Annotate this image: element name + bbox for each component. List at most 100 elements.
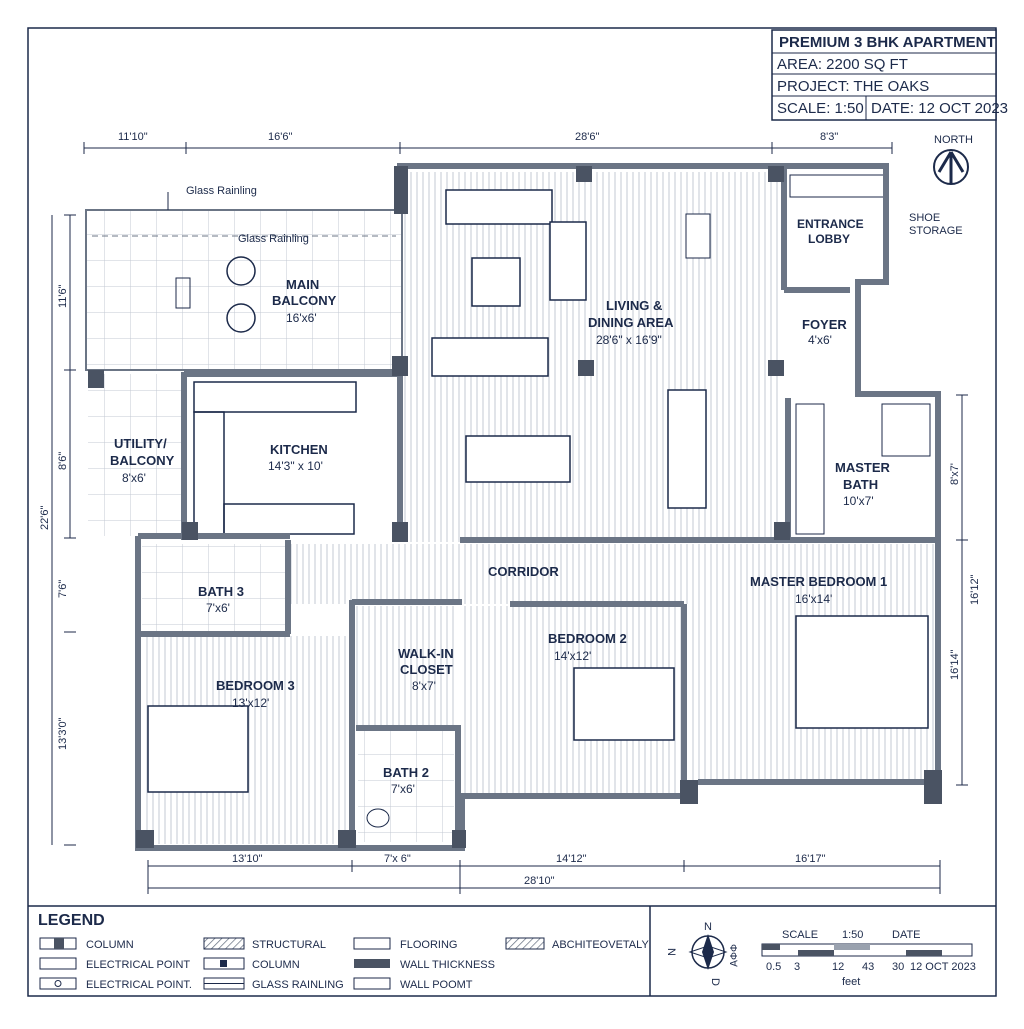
legend-item-glass-railing: GLASS RAINLING: [252, 979, 344, 991]
scale-tick-1: 3: [794, 961, 800, 973]
top-dimensions: 11'10" 16'6" 28'6" 8'3": [83, 131, 893, 154]
svg-text:NORTH: NORTH: [934, 134, 973, 146]
scale-tick-2: 12: [832, 961, 844, 973]
svg-text:MAIN: MAIN: [286, 277, 319, 292]
legend-item-column: COLUMN: [86, 939, 134, 951]
svg-text:BATH 2: BATH 2: [383, 765, 429, 780]
svg-text:28'6": 28'6": [575, 131, 599, 143]
svg-text:UTILITY/: UTILITY/: [114, 436, 167, 451]
sheet-border: [27, 27, 997, 997]
scale-tick-3: 43: [862, 961, 874, 973]
legend-item-electrical-point: ELECTRICAL POINT: [86, 959, 190, 971]
svg-text:28'10": 28'10": [524, 875, 555, 887]
legend-item-column-2: COLUMN: [252, 959, 300, 971]
flooring-legend-icon: [353, 937, 391, 950]
svg-text:7'x 6": 7'x 6": [384, 853, 411, 865]
svg-text:D: D: [709, 978, 721, 986]
svg-text:SHOE: SHOE: [909, 212, 940, 224]
svg-text:16'17": 16'17": [795, 853, 826, 865]
north-arrow-icon: NORTH: [933, 134, 973, 185]
legend-item-flooring: FLOORING: [400, 939, 457, 951]
scale-label: SCALE: [782, 929, 818, 941]
svg-text:11'6": 11'6": [57, 284, 69, 308]
svg-text:7'x6': 7'x6': [206, 601, 230, 615]
svg-text:BEDROOM 3: BEDROOM 3: [216, 678, 295, 693]
utility-balcony: UTILITY/ BALCONY 8'x6': [88, 374, 184, 536]
scale-value: 1:50: [842, 929, 863, 941]
legend-item-electrical-point-2: ELECTRICAL POINT.: [86, 979, 192, 991]
title-text: PREMIUM 3 BHK APARTMENT: [779, 34, 996, 51]
svg-text:8'6": 8'6": [57, 452, 69, 470]
svg-text:7'x6': 7'x6': [391, 782, 415, 796]
svg-text:8'3": 8'3": [820, 131, 838, 143]
legend-title: LEGEND: [38, 912, 105, 929]
svg-text:STORAGE: STORAGE: [909, 225, 963, 237]
svg-text:13'3'0": 13'3'0": [57, 717, 69, 750]
legend: LEGEND COLUMN STRUCTURAL FLOORING ABCHIT…: [28, 905, 996, 996]
structural-legend-icon: [203, 937, 245, 950]
legend-item-wall-thickness: WALL THICKNESS: [400, 959, 495, 971]
electrical-point-legend-icon: [39, 957, 77, 970]
svg-text:8'x6': 8'x6': [122, 471, 146, 485]
svg-text:4'x6': 4'x6': [808, 333, 832, 347]
svg-text:LOBBY: LOBBY: [808, 232, 850, 246]
svg-text:16'12": 16'12": [969, 574, 981, 605]
svg-text:MASTER: MASTER: [835, 460, 891, 475]
svg-text:Glass Rainling: Glass Rainling: [238, 233, 309, 245]
columns: [88, 166, 942, 848]
legend-item-wall-point: WALL POOMT: [400, 979, 473, 991]
svg-text:10'x7': 10'x7': [843, 494, 874, 508]
svg-text:16'14": 16'14": [949, 649, 961, 680]
bath-2: BATH 2 7'x6': [358, 730, 454, 842]
main-balcony: Glass Rainling Glass Rainling MAIN BALCO…: [85, 185, 403, 371]
misc-legend-icon: [505, 937, 545, 950]
svg-text:N: N: [665, 948, 677, 956]
svg-text:N: N: [704, 921, 712, 933]
svg-text:14'3" x 10': 14'3" x 10': [268, 459, 323, 473]
svg-text:LIVING &: LIVING &: [606, 298, 662, 313]
svg-text:CORRIDOR: CORRIDOR: [488, 564, 559, 579]
svg-text:BEDROOM 2: BEDROOM 2: [548, 631, 627, 646]
living-dining-area: LIVING & DINING AREA 28'6" x 16'9": [404, 172, 778, 542]
svg-text:MASTER BEDROOM 1: MASTER BEDROOM 1: [750, 574, 887, 589]
svg-text:22'6": 22'6": [39, 506, 51, 530]
svg-text:BALCONY: BALCONY: [272, 293, 337, 308]
wall-point-legend-icon: [353, 977, 391, 990]
bedroom-3: BEDROOM 3 13'x12': [142, 636, 350, 844]
scale-date: 12 OCT 2023: [910, 961, 976, 973]
svg-text:BATH 3: BATH 3: [198, 584, 244, 599]
svg-text:ΦΦ∀: ΦΦ∀: [727, 944, 738, 967]
bath-3: BATH 3 7'x6': [142, 544, 286, 632]
project-text: PROJECT: THE OAKS: [777, 78, 929, 95]
master-bedroom-1: MASTER BEDROOM 1 16'x14': [688, 544, 936, 782]
svg-text:13'x12': 13'x12': [232, 696, 269, 710]
svg-text:16'x14': 16'x14': [795, 592, 832, 606]
svg-text:14'12": 14'12": [556, 853, 587, 865]
svg-text:KITCHEN: KITCHEN: [270, 442, 328, 457]
legend-item-misc: ABCHITEOVETALY: [552, 939, 649, 951]
svg-text:Glass Rainling: Glass Rainling: [186, 185, 257, 197]
area-text: AREA: 2200 SQ FT: [777, 56, 908, 73]
svg-text:13'10": 13'10": [232, 853, 263, 865]
title-block: PREMIUM 3 BHK APARTMENT AREA: 2200 SQ FT…: [771, 29, 1008, 121]
svg-text:14'x12': 14'x12': [554, 649, 591, 663]
svg-text:ENTRANCE: ENTRANCE: [797, 217, 864, 231]
scale-block: N N D ΦΦ∀ SCALE 1:50 DATE 0.5 3 12 43 30…: [665, 921, 976, 988]
legend-item-structural: STRUCTURAL: [252, 939, 326, 951]
left-dimensions: 11'6" 8'6" 22'6" 7'6" 13'3'0": [39, 214, 76, 846]
electrical-point-2-legend-icon: [39, 977, 77, 990]
kitchen: KITCHEN 14'3" x 10': [190, 380, 400, 536]
svg-text:BATH: BATH: [843, 477, 878, 492]
svg-text:WALK-IN: WALK-IN: [398, 646, 454, 661]
svg-text:28'6" x 16'9": 28'6" x 16'9": [596, 333, 662, 347]
svg-text:CLOSET: CLOSET: [400, 662, 453, 677]
scale-tick-4: 30: [892, 961, 904, 973]
svg-text:16'x6': 16'x6': [286, 311, 317, 325]
right-dimensions: 8'x7' 16'12" 16'14": [949, 394, 981, 786]
walk-in-closet: WALK-IN CLOSET 8'x7': [356, 606, 458, 726]
svg-text:BALCONY: BALCONY: [110, 453, 175, 468]
svg-text:FOYER: FOYER: [802, 317, 847, 332]
date-text: DATE: 12 OCT 2023: [871, 100, 1008, 117]
wall-thickness-legend-icon: [354, 959, 390, 968]
